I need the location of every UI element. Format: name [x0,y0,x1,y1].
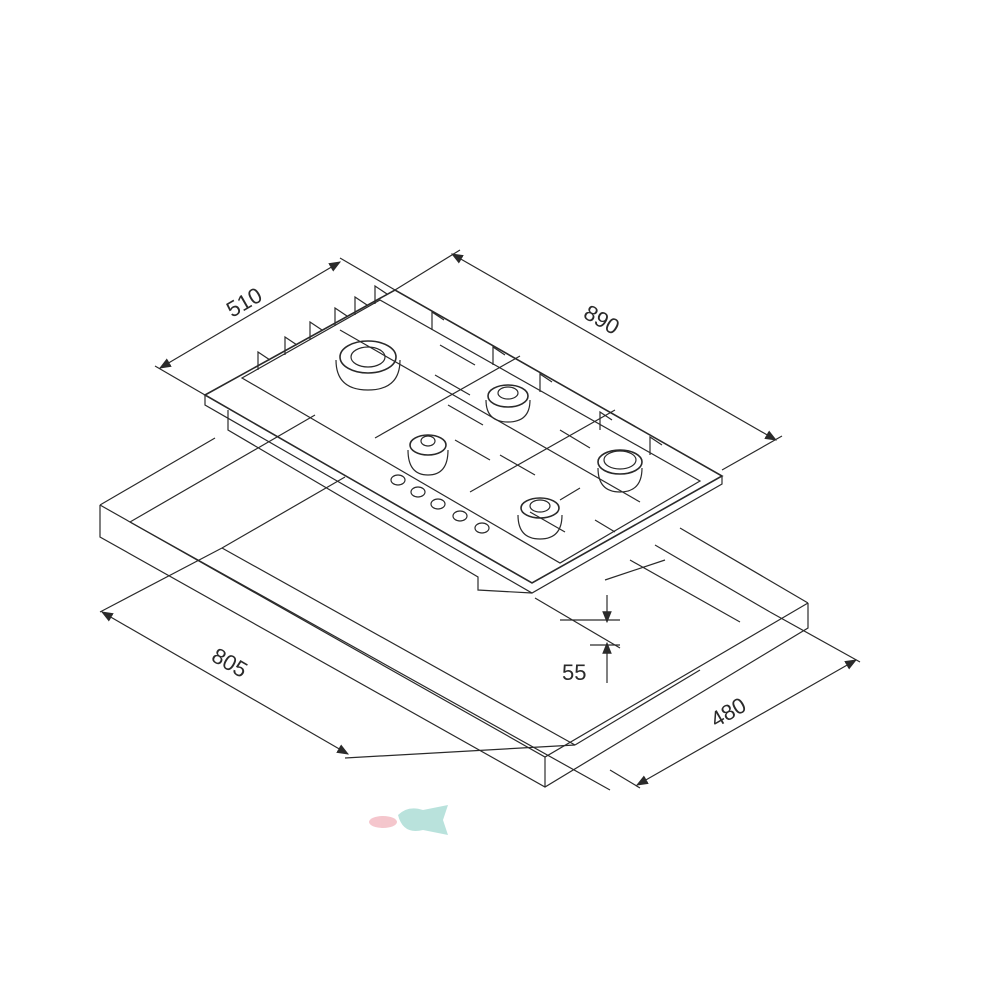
burner-right [597,449,643,493]
dim-480-label: 480 [706,692,750,732]
dimension-55: 55 [560,595,620,685]
watermark-logo [369,805,448,835]
dim-890-label: 890 [580,300,624,340]
control-knobs [390,474,490,534]
dimension-890: 890 [394,249,783,471]
dim-510-label: 510 [222,282,266,322]
burner-front-left [407,434,449,476]
hob [203,284,724,594]
burner-wok [335,340,401,391]
burner-rear-right [485,384,531,423]
dimension-805: 805 [99,547,576,759]
countertop [99,414,809,791]
dimension-480: 480 [609,611,861,789]
dimension-510: 510 [154,257,396,396]
burner-front-right [517,497,563,540]
dim-55-label: 55 [562,660,586,685]
